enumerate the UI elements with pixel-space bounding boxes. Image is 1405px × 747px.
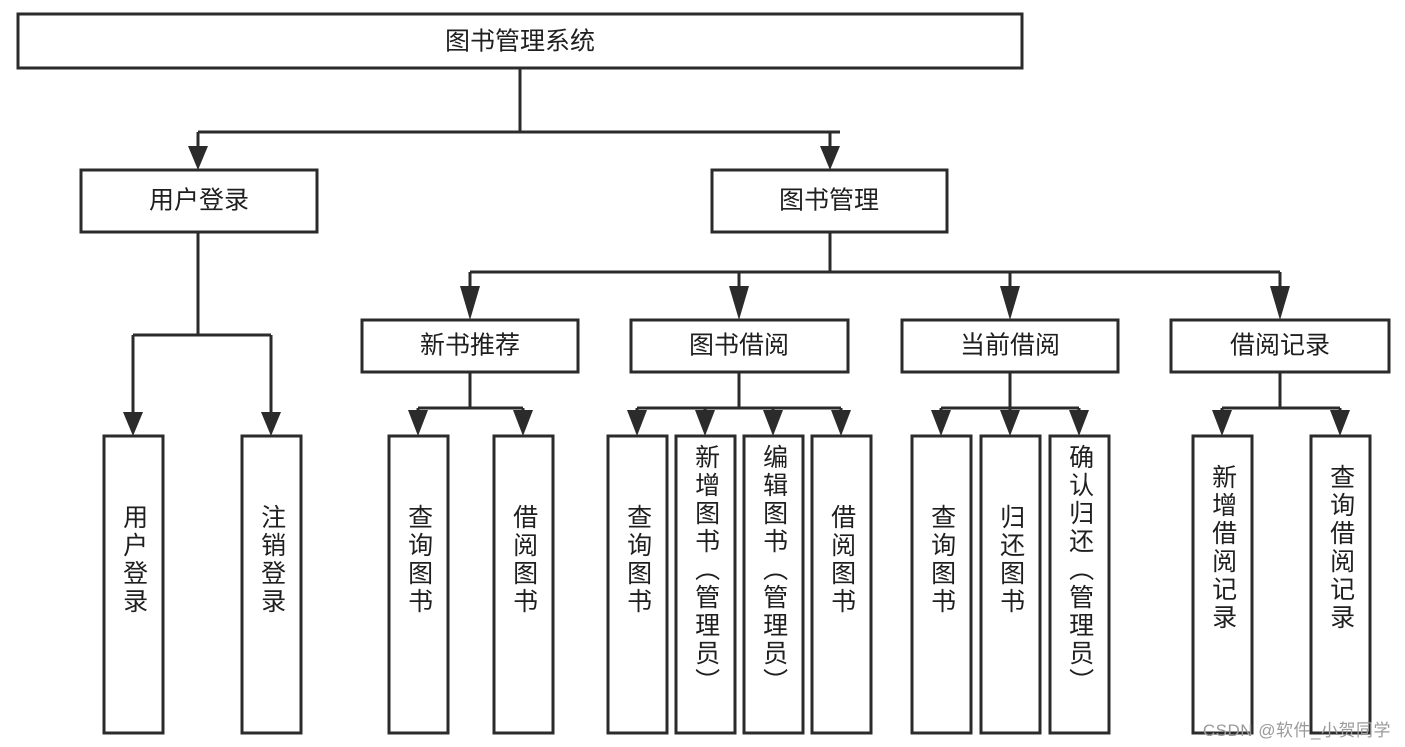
node-root-box[interactable]	[16, 12, 1024, 70]
arrow-head-leaf-return-book	[1000, 410, 1020, 436]
node-new-book-recommend-box[interactable]	[360, 318, 580, 374]
arrow-head-leaf-add-record	[1212, 410, 1232, 436]
node-book-borrow[interactable]: 图书借阅	[629, 318, 850, 374]
node-book-manage-label: 图书管理	[779, 187, 879, 215]
connector-group-borrow-record	[1212, 372, 1350, 436]
node-current-borrow-box[interactable]	[900, 318, 1120, 374]
arrow-head-book-manage	[820, 146, 840, 170]
arrow-head-current-borrow	[1000, 286, 1020, 320]
arrow-head-borrow-record	[1270, 286, 1290, 320]
connector-group-root	[188, 68, 840, 170]
node-user-login[interactable]: 用户登录	[79, 168, 319, 234]
node-leaf-user-login-box[interactable]	[102, 434, 165, 735]
node-root[interactable]: 图书管理系统	[16, 12, 1024, 70]
arrow-head-leaf-query-book-3	[931, 410, 951, 436]
node-leaf-borrow-book-2-box[interactable]	[810, 434, 873, 735]
node-root-label: 图书管理系统	[445, 28, 595, 56]
node-current-borrow[interactable]: 当前借阅	[900, 318, 1120, 374]
connector-group-user-login	[123, 232, 281, 436]
arrow-head-leaf-user-login	[123, 412, 143, 436]
connector-group-book-manage	[460, 232, 1290, 320]
arrow-head-new-book-recommend	[460, 286, 480, 320]
node-current-borrow-label: 当前借阅	[960, 332, 1060, 360]
arrow-head-leaf-confirm-return	[1069, 410, 1089, 436]
arrow-head-leaf-query-book-1	[408, 410, 428, 436]
node-borrow-record-label: 借阅记录	[1230, 332, 1330, 360]
node-leaf-query-book-1-box[interactable]	[387, 434, 450, 735]
arrow-head-book-borrow	[729, 286, 749, 320]
node-user-login-label: 用户登录	[149, 187, 249, 215]
node-leaf-query-book-3-box[interactable]	[910, 434, 973, 735]
arrow-head-user-login	[188, 146, 208, 170]
node-user-login-box[interactable]	[79, 168, 319, 234]
node-leaf-user-logout-box[interactable]	[240, 434, 303, 735]
node-leaf-edit-book-box[interactable]	[742, 434, 805, 735]
node-borrow-record[interactable]: 借阅记录	[1169, 318, 1391, 374]
node-book-manage-box[interactable]	[710, 168, 949, 234]
node-leaf-confirm-return-box[interactable]	[1048, 434, 1111, 735]
arrow-head-leaf-add-book	[695, 410, 715, 436]
node-leaf-add-record-box[interactable]	[1191, 434, 1254, 735]
connector-group-book-borrow	[627, 372, 851, 436]
arrow-head-leaf-query-record	[1330, 410, 1350, 436]
arrow-head-leaf-edit-book	[763, 410, 783, 436]
node-book-manage[interactable]: 图书管理	[710, 168, 949, 234]
node-book-borrow-box[interactable]	[629, 318, 850, 374]
node-new-book-recommend[interactable]: 新书推荐	[360, 318, 580, 374]
connector-group-new-book-recommend	[408, 372, 533, 436]
node-leaf-query-record-box[interactable]	[1309, 434, 1372, 735]
node-borrow-record-box[interactable]	[1169, 318, 1391, 374]
node-leaf-add-book-box[interactable]	[674, 434, 737, 735]
node-leaf-return-book-box[interactable]	[979, 434, 1042, 735]
arrow-head-leaf-user-logout	[261, 412, 281, 436]
arrow-head-leaf-query-book-2	[627, 410, 647, 436]
connector-group-current-borrow	[931, 372, 1089, 436]
arrow-head-leaf-borrow-book-2	[831, 410, 851, 436]
node-new-book-recommend-label: 新书推荐	[420, 332, 520, 360]
node-leaf-borrow-book-1-box[interactable]	[492, 434, 555, 735]
node-leaf-query-book-2-box[interactable]	[606, 434, 669, 735]
csdn-watermark: CSDN @软件_小贺同学	[1202, 721, 1391, 740]
arrow-head-leaf-borrow-book-1	[513, 410, 533, 436]
node-book-borrow-label: 图书借阅	[689, 332, 789, 360]
